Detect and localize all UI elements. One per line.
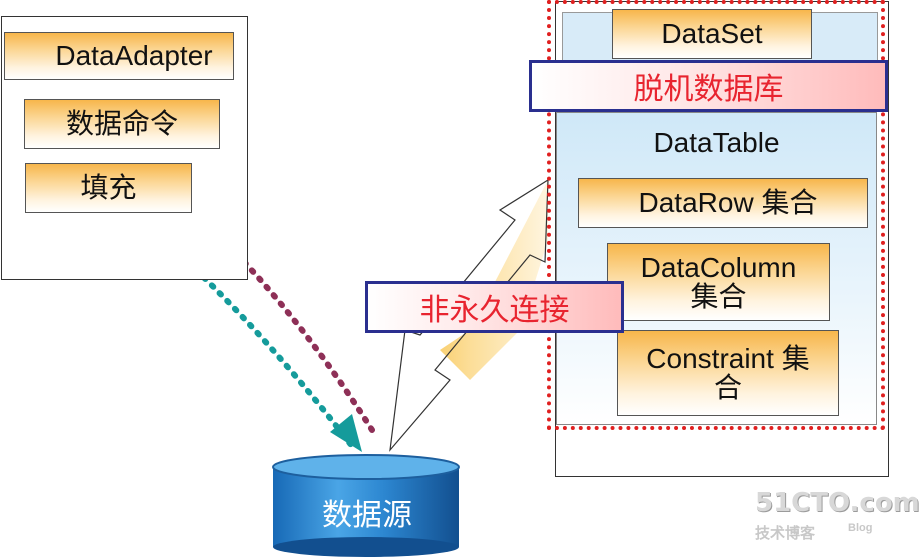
dataadapter-title: DataAdapter <box>4 32 234 80</box>
connection-arrow-outline <box>389 178 549 452</box>
offline-database-dotted-frame <box>547 0 885 430</box>
offline-database-label-box: 脱机数据库 <box>529 60 888 112</box>
datacolumn-collection-box: DataColumn 集合 <box>607 243 830 321</box>
datarow-collection-box: DataRow 集合 <box>578 178 868 228</box>
datacolumn-line2: 集合 <box>690 281 747 312</box>
db-cylinder-bottom <box>273 537 459 557</box>
fill-box: 填充 <box>25 163 192 213</box>
constraint-collection-box: Constraint 集 合 <box>617 330 839 416</box>
db-cylinder-body <box>273 467 459 547</box>
non-persistent-connection-label: 非永久连接 <box>419 294 570 327</box>
watermark-sub: 技术博客 <box>755 525 816 542</box>
datacolumn-line1: DataColumn <box>640 251 797 283</box>
watermark-site: 51CTO.com <box>755 488 920 518</box>
connector-graphics <box>127 176 549 557</box>
offline-database-label: 脱机数据库 <box>633 73 784 106</box>
dataset-title: DataSet <box>612 9 812 59</box>
constraint-line1: Constraint 集 <box>646 342 810 374</box>
teal-arrowhead <box>330 414 362 452</box>
constraint-line2: 合 <box>713 372 742 403</box>
datatable-label: DataTable <box>653 127 780 158</box>
db-cylinder-top <box>272 454 460 480</box>
data-source-label: 数据源 <box>322 499 412 532</box>
watermark-blog: Blog <box>848 522 873 534</box>
non-persistent-connection-box: 非永久连接 <box>365 281 624 333</box>
data-command-box: 数据命令 <box>24 99 220 149</box>
